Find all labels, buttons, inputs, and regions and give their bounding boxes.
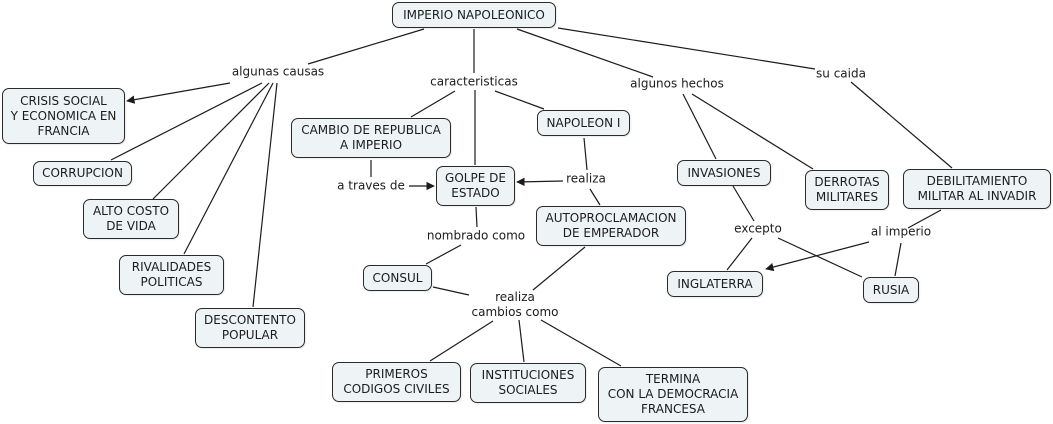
node-primeros-codigos-civiles[interactable]: PRIMEROS CODIGOS CIVILES [332,362,461,402]
edge-alimperio-rusia [894,242,902,277]
edge-nombrado-consul [425,244,462,265]
edge-debilit-alimperio [907,209,942,229]
link-algunos-hechos: algunos hechos [630,76,724,91]
link-nombrado-como: nombrado como [426,228,526,243]
edge-caract-cambio [410,90,456,118]
node-autoproclamacion[interactable]: AUTOPROCLAMACION DE EMPERADOR [536,206,686,246]
edge-caida-debilitamiento [850,81,953,169]
node-rusia[interactable]: RUSIA [863,277,919,303]
edge-invasiones-excepto [732,185,755,222]
edge-excepto-rusia [777,237,863,278]
edge-caract-napoleon [494,90,545,110]
node-imperio-napoleonico[interactable]: IMPERIO NAPOLEONICO [392,2,556,28]
edge-realiza-autoproc [589,188,601,206]
node-corrupcion[interactable]: CORRUPCION [33,161,132,186]
edge-excepto-inglaterra [726,237,753,271]
node-termina-democracia[interactable]: TERMINA CON LA DEMOCRACIA FRANCESA [598,367,748,422]
edge-cambios-instituciones [518,319,525,363]
edge-consul-cambios [432,286,470,296]
edge-realiza-golpe [516,177,564,187]
edge-cambios-termina [540,319,622,367]
link-algunas-causas: algunas causas [231,64,325,79]
node-inglaterra[interactable]: INGLATERRA [667,271,763,297]
node-cambio-de-republica[interactable]: CAMBIO DE REPUBLICA A IMPERIO [291,118,451,158]
node-instituciones-sociales[interactable]: INSTITUCIONES SOCIALES [470,363,586,403]
edge-causas-corrupcion [110,82,263,161]
node-rivalidades-politicas[interactable]: RIVALIDADES POLITICAS [119,255,224,295]
node-invasiones[interactable]: INVASIONES [677,160,771,186]
node-crisis-social[interactable]: CRISIS SOCIAL Y ECONOMICA EN FRANCIA [2,88,125,144]
link-su-caida: su caida [816,66,866,81]
edge-autoproc-cambios [532,246,586,291]
edge-causas-rivalidades [183,82,274,255]
edge-causas-descontento [252,82,278,308]
edge-causas-alto-costo [152,82,270,200]
link-a-traves-de: a traves de [337,178,405,193]
edge-root-su-caida [557,27,816,70]
link-al-imperio: al imperio [870,224,932,239]
edge-alimperio-inglaterra [765,241,870,272]
node-napoleon-i[interactable]: NAPOLEON I [537,110,630,136]
edge-causas-crisis [126,82,231,104]
edge-hechos-invasiones [682,93,717,160]
edge-cambios-primeros [429,320,494,362]
link-realiza-cambios-como: realiza cambios como [471,290,559,319]
edge-root-algunas-causas [307,28,425,65]
node-consul[interactable]: CONSUL [363,265,432,291]
edge-root-algunos-hechos [516,28,654,78]
edge-napoleon-realiza [583,137,588,171]
node-golpe-de-estado[interactable]: GOLPE DE ESTADO [436,166,515,206]
edge-hechos-derrotas [691,93,814,170]
edge-golpe-nombrado [475,206,478,228]
node-derrotas-militares[interactable]: DERROTAS MILITARES [805,170,889,210]
link-realiza: realiza [566,171,606,186]
node-debilitamiento-militar[interactable]: DEBILITAMIENTO MILITAR AL INVADIR [903,169,1051,209]
node-alto-costo-de-vida[interactable]: ALTO COSTO DE VIDA [83,199,179,239]
link-excepto: excepto [734,221,782,236]
link-caracteristicas: caracteristicas [430,74,518,89]
node-descontento-popular[interactable]: DESCONTENTO POPULAR [195,308,305,348]
